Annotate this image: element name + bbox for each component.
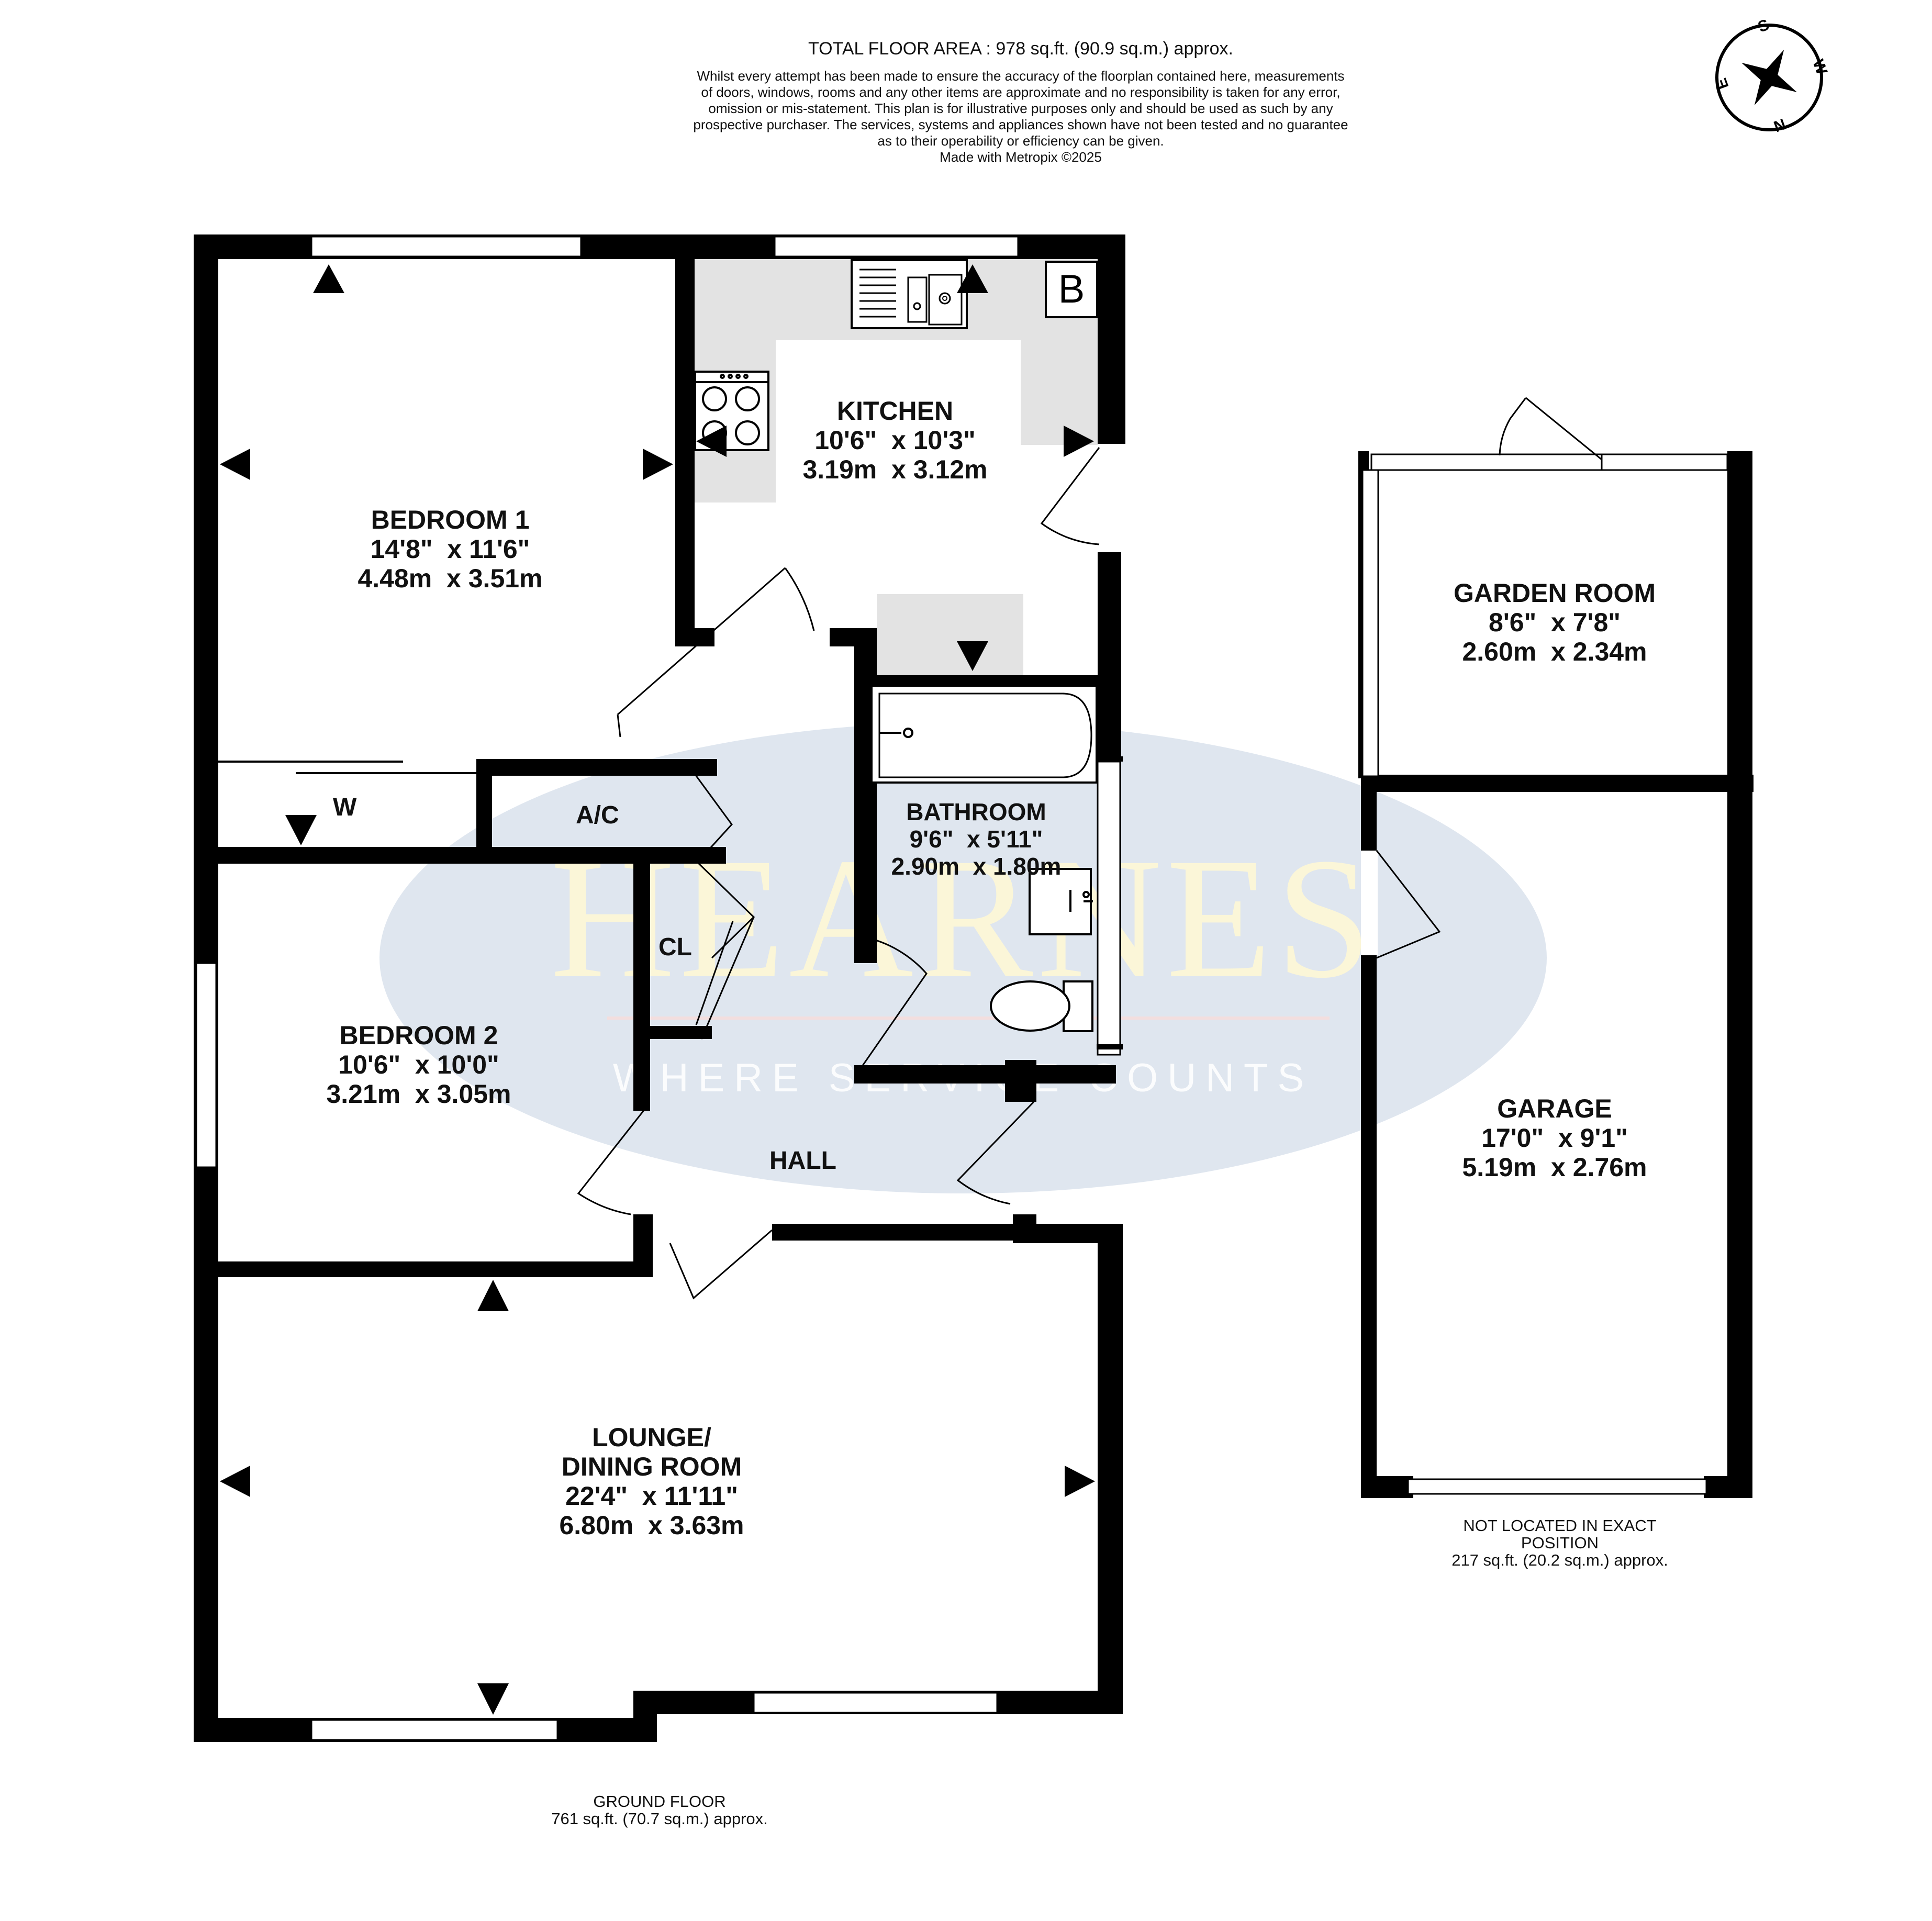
room-size-metric: 2.90m x 1.80m bbox=[891, 853, 1062, 880]
room-label-bathroom: BATHROOM 9'6" x 5'11" 2.90m x 1.80m bbox=[858, 798, 1094, 880]
room-label-garage: GARAGE 17'0" x 9'1" 5.19m x 2.76m bbox=[1413, 1094, 1696, 1182]
hall-label: HALL bbox=[769, 1147, 836, 1175]
note-line: 217 sq.ft. (20.2 sq.m.) approx. bbox=[1451, 1551, 1668, 1569]
watermark-ellipse bbox=[379, 722, 1547, 1193]
room-size-metric: 3.21m x 3.05m bbox=[326, 1079, 511, 1109]
disclaimer-line: Whilst every attempt has been made to en… bbox=[697, 68, 1345, 84]
room-name: BEDROOM 2 bbox=[339, 1021, 498, 1050]
disclaimer-line: of doors, windows, rooms and any other i… bbox=[701, 84, 1341, 100]
floor-name: GROUND FLOOR bbox=[593, 1792, 726, 1811]
room-size-imperial: 9'6" x 5'11" bbox=[909, 825, 1043, 853]
disclaimer-line: Made with Metropix ©2025 bbox=[940, 149, 1102, 165]
sink bbox=[851, 259, 968, 329]
room-name: GARAGE bbox=[1497, 1094, 1612, 1123]
boiler-box bbox=[1045, 261, 1098, 318]
room-label-bedroom-2: BEDROOM 2 10'6" x 10'0" 3.21m x 3.05m bbox=[272, 1021, 565, 1109]
garage-note: NOT LOCATED IN EXACT POSITION 217 sq.ft.… bbox=[1371, 1517, 1748, 1569]
disclaimer-line: as to their operability or efficiency ca… bbox=[877, 133, 1164, 149]
room-name: KITCHEN bbox=[836, 396, 954, 426]
room-size-imperial: 10'6" x 10'0" bbox=[338, 1050, 499, 1079]
room-label-bedroom-1: BEDROOM 1 14'8" x 11'6" 4.48m x 3.51m bbox=[304, 505, 597, 593]
room-size-metric: 4.48m x 3.51m bbox=[358, 564, 543, 593]
room-label-kitchen: KITCHEN 10'6" x 10'3" 3.19m x 3.12m bbox=[759, 396, 1031, 484]
door-openings bbox=[1098, 444, 1378, 955]
compass-icon: S W N E bbox=[1713, 16, 1831, 135]
measurement-arrows bbox=[220, 264, 1095, 1715]
room-label-lounge-dining: LOUNGE/ DINING ROOM 22'4" x 11'11" 6.80m… bbox=[502, 1423, 801, 1540]
disclaimer-line: omission or mis-statement. This plan is … bbox=[708, 100, 1333, 116]
bath bbox=[870, 685, 1098, 784]
windows bbox=[195, 236, 1728, 1741]
disclaimer: Whilst every attempt has been made to en… bbox=[523, 68, 1518, 165]
wardrobe-rails bbox=[218, 761, 477, 774]
cloak-cupboard-label: CL bbox=[658, 933, 692, 961]
doors bbox=[577, 397, 1602, 1300]
wardrobe-label: W bbox=[333, 794, 357, 821]
note-line: NOT LOCATED IN EXACT bbox=[1463, 1516, 1657, 1535]
room-label-garden-room: GARDEN ROOM 8'6" x 7'8" 2.60m x 2.34m bbox=[1413, 578, 1696, 666]
disclaimer-line: prospective purchaser. The services, sys… bbox=[693, 117, 1348, 132]
total-floor-area: TOTAL FLOOR AREA : 978 sq.ft. (90.9 sq.m… bbox=[808, 39, 1233, 59]
floor-area: 761 sq.ft. (70.7 sq.m.) approx. bbox=[551, 1810, 768, 1828]
room-size-metric: 5.19m x 2.76m bbox=[1462, 1153, 1647, 1182]
room-size-metric: 6.80m x 3.63m bbox=[559, 1511, 744, 1540]
room-name: DINING ROOM bbox=[561, 1452, 742, 1481]
room-name: BEDROOM 1 bbox=[371, 505, 530, 534]
room-name: GARDEN ROOM bbox=[1453, 578, 1656, 608]
room-size-metric: 3.19m x 3.12m bbox=[802, 455, 988, 484]
note-line: POSITION bbox=[1521, 1534, 1599, 1552]
room-size-metric: 2.60m x 2.34m bbox=[1462, 637, 1647, 666]
room-name: LOUNGE/ bbox=[592, 1423, 711, 1452]
boiler-label: B bbox=[1058, 267, 1085, 311]
basin bbox=[1029, 868, 1093, 935]
room-size-imperial: 8'6" x 7'8" bbox=[1489, 608, 1621, 637]
room-name: BATHROOM bbox=[906, 798, 1046, 825]
room-size-imperial: 17'0" x 9'1" bbox=[1481, 1123, 1628, 1153]
room-size-imperial: 14'8" x 11'6" bbox=[370, 534, 530, 564]
airing-cupboard-label: A/C bbox=[576, 801, 619, 829]
ground-floor-area: GROUND FLOOR 761 sq.ft. (70.7 sq.m.) app… bbox=[471, 1793, 848, 1827]
room-size-imperial: 22'4" x 11'11" bbox=[565, 1481, 738, 1511]
room-size-imperial: 10'6" x 10'3" bbox=[814, 426, 976, 455]
toilet bbox=[990, 980, 1093, 1032]
